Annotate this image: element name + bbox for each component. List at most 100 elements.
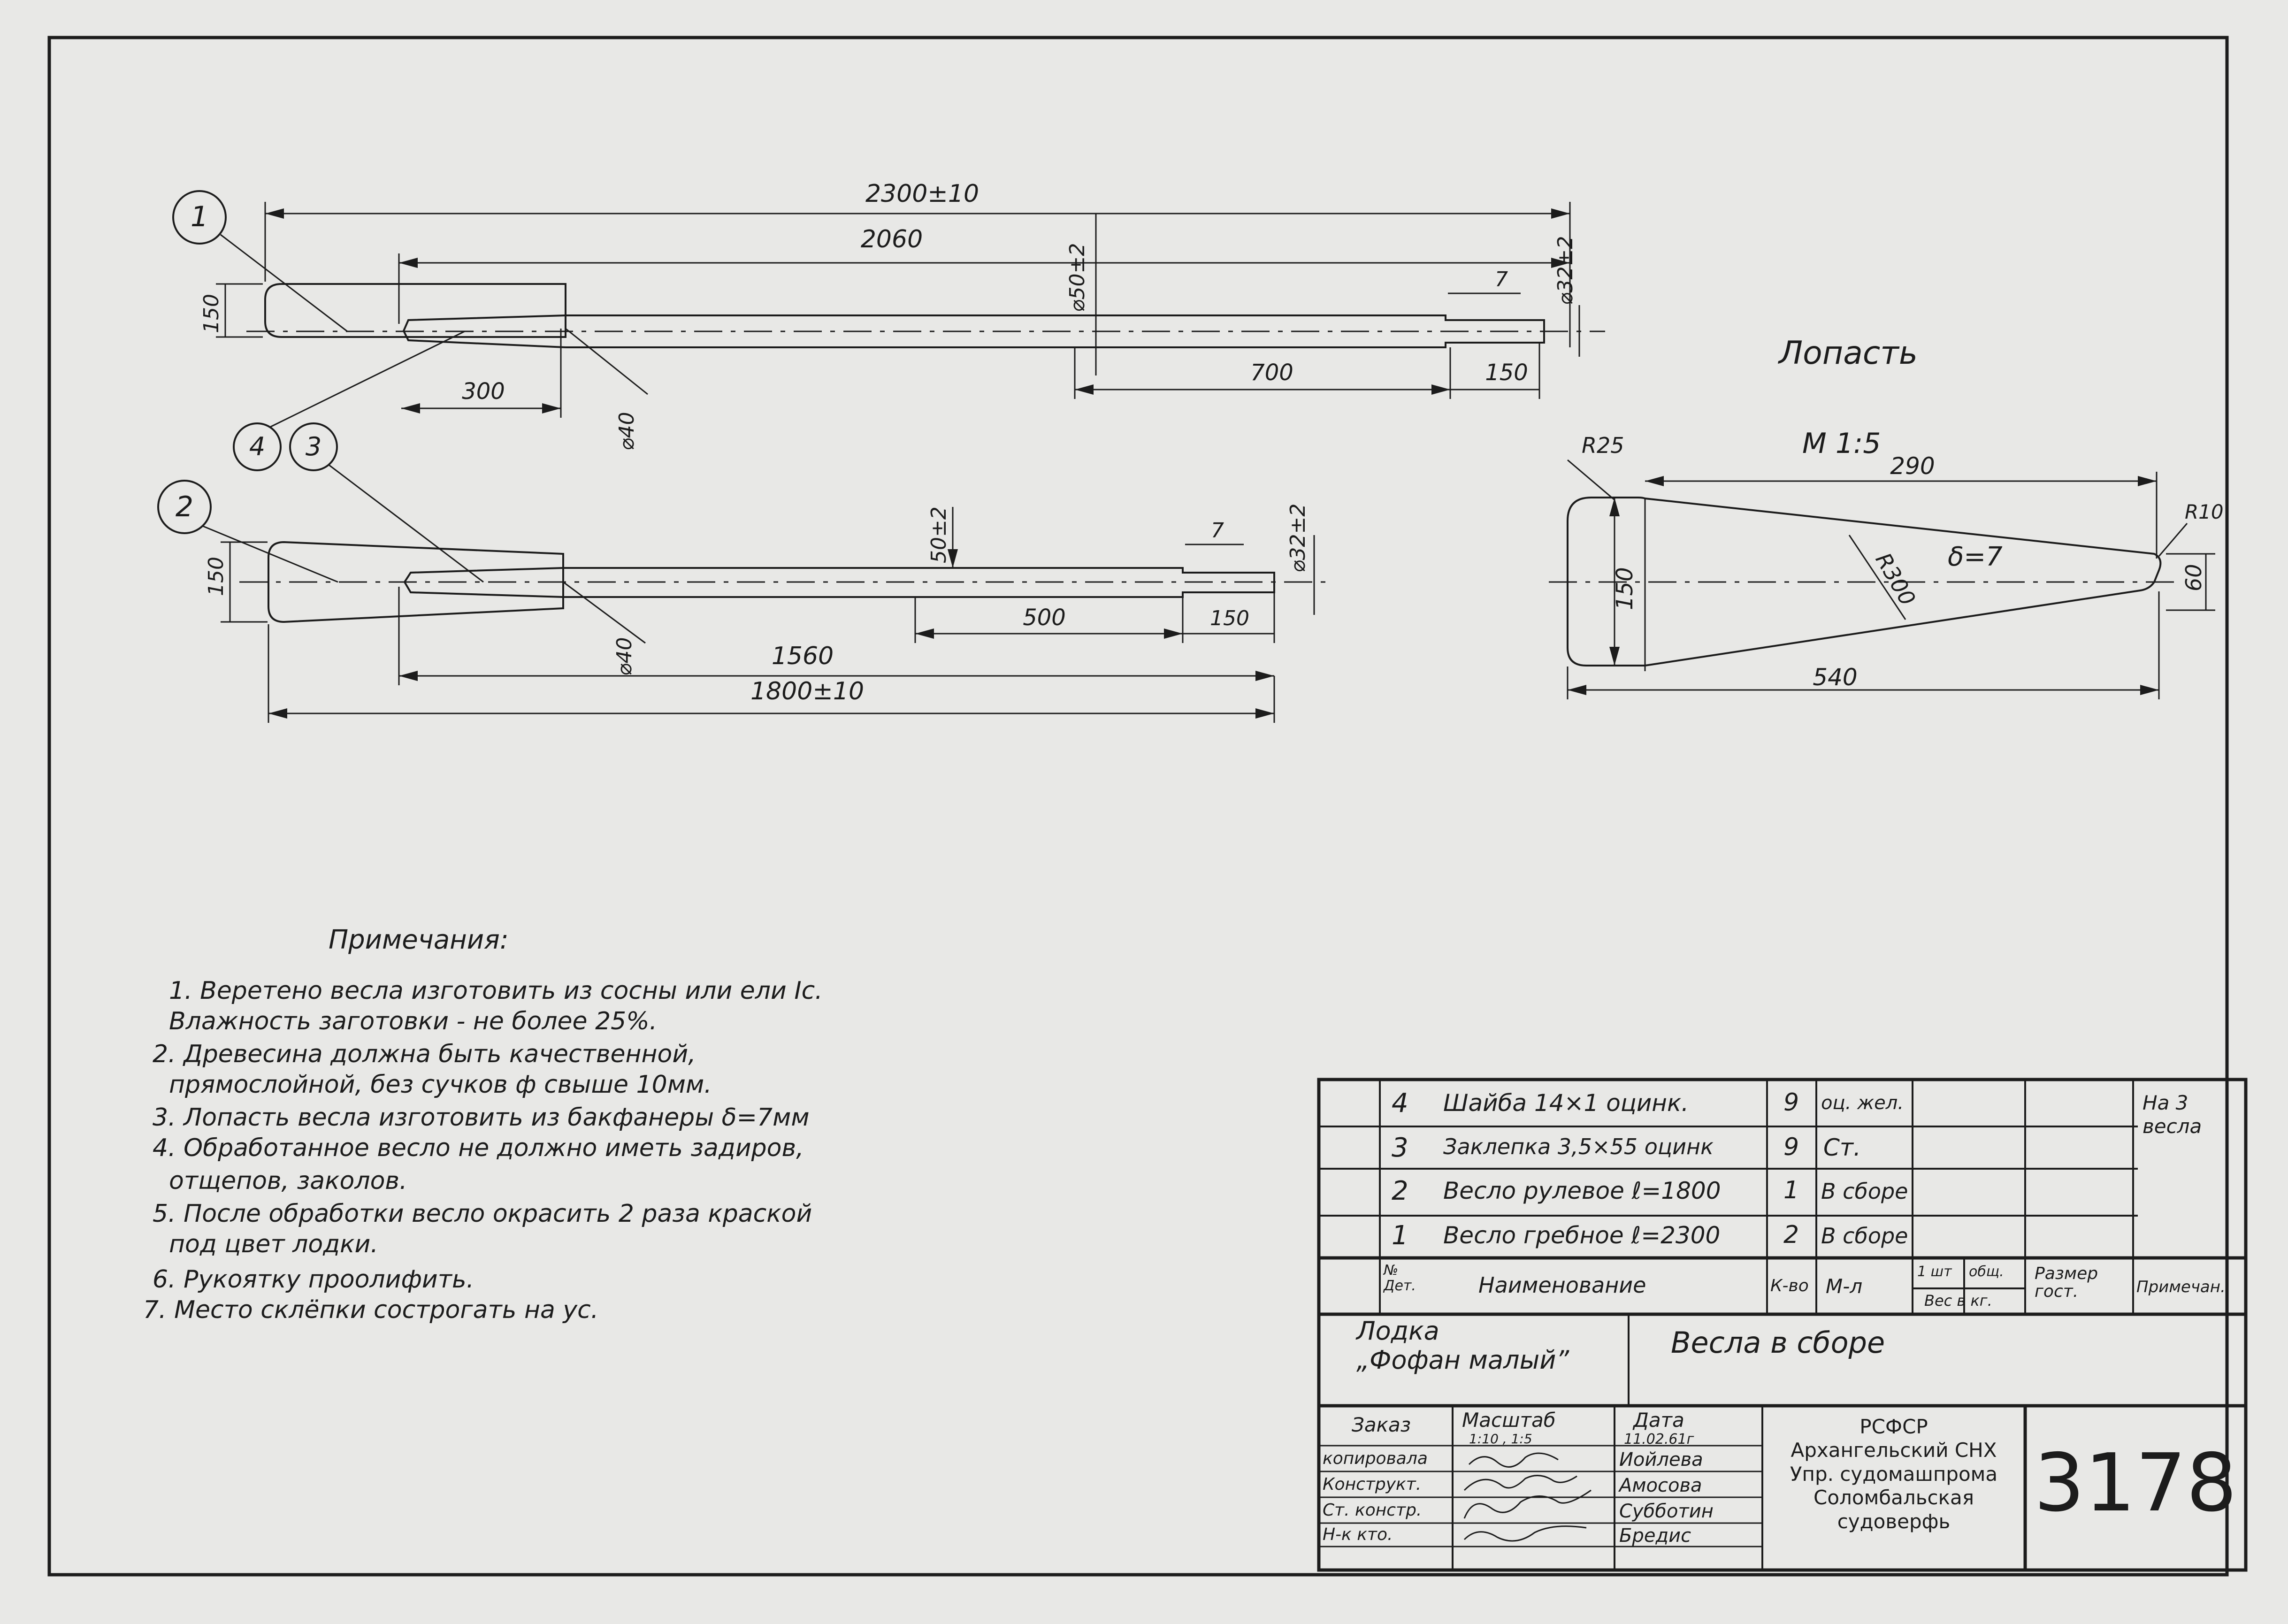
organization: РСФСР Архангельский СНХ Упр. судомашпром… — [1790, 1415, 1998, 1533]
role-label: Н-к кто. — [1323, 1525, 1393, 1544]
header-name: Наименование — [1478, 1272, 1646, 1298]
part-material: Ст. — [1823, 1134, 1861, 1161]
order-label: Заказ — [1352, 1413, 1411, 1436]
callout-2: 2 — [176, 490, 193, 523]
oar-2-shaft-length: 1560 — [772, 642, 834, 670]
part-qty: 9 — [1783, 1133, 1799, 1161]
oar-1-neck-dia: ⌀40 — [615, 412, 639, 451]
callout-1-circle — [172, 190, 227, 245]
part-name: Весло рулевое ℓ=1800 — [1443, 1177, 1721, 1204]
blade-width150: 150 — [1612, 567, 1638, 610]
product-name: Лодка „Фофан малый” — [1356, 1316, 1569, 1375]
oar-2-neck-dia: ⌀40 — [612, 637, 636, 676]
part-material: В сборе — [1821, 1223, 1908, 1249]
note-line: 1. Веретено весла изготовить из сосны ил… — [169, 977, 823, 1005]
part-no: 3 — [1392, 1133, 1408, 1163]
note-line: 7. Место склёпки сострогать на ус. — [143, 1296, 599, 1324]
role-label: Ст. констр. — [1323, 1501, 1422, 1520]
part-name: Шайба 14×1 оцинк. — [1443, 1089, 1689, 1117]
role-name: Бредис — [1619, 1525, 1691, 1547]
oar-1-shaft-dia: ⌀50±2 — [1065, 243, 1089, 312]
signature-4 — [1463, 1525, 1587, 1542]
part-name: Заклепка 3,5×55 оцинк — [1443, 1134, 1714, 1159]
oar-1-handle-step: 7 — [1495, 268, 1508, 291]
part-qty: 1 — [1783, 1176, 1799, 1204]
blade-len290: 290 — [1890, 452, 1935, 480]
drawing-title: Весла в сборе — [1671, 1325, 1885, 1360]
date-label: Дата — [1633, 1409, 1684, 1432]
oar-2-total-length: 1800±10 — [750, 677, 864, 705]
scale-value: 1:10 , 1:5 — [1469, 1431, 1532, 1447]
blade-thickness: δ=7 — [1948, 542, 2003, 572]
blade-r10: R10 — [2185, 500, 2224, 523]
drawing-frame — [47, 36, 2229, 1577]
blade-title: Лопасть — [1777, 335, 1918, 372]
signature-1 — [1468, 1452, 1559, 1468]
oar-1-seg-150: 150 — [1485, 360, 1528, 386]
header-remark: Примечан. — [2136, 1278, 2226, 1296]
oar-1-blade-width: 150 — [199, 294, 223, 333]
role-label: копировала — [1323, 1449, 1428, 1468]
callout-2-circle — [157, 480, 212, 534]
date-value: 11.02.61г — [1624, 1431, 1694, 1448]
oar-1-blade — [264, 283, 566, 338]
callouts-4-3: 4 3 — [233, 330, 484, 583]
part-qty: 2 — [1783, 1221, 1799, 1249]
oar-1-seg-700: 700 — [1250, 360, 1293, 386]
oar-2-seg-150: 150 — [1210, 606, 1249, 630]
note-line: 6. Рукоятку проолифить. — [153, 1265, 474, 1294]
scale-label: Масштаб — [1462, 1409, 1556, 1432]
note-line: под цвет лодки. — [169, 1230, 378, 1258]
oar-1-blade-length: 300 — [462, 378, 505, 405]
signature-3 — [1463, 1489, 1592, 1519]
part-material: оц. жел. — [1821, 1092, 1904, 1114]
note-line: Влажность заготовки - не более 25%. — [169, 1007, 658, 1035]
part-qty: 9 — [1783, 1088, 1799, 1117]
blade-scale: М 1:5 — [1802, 427, 1881, 460]
signatures — [1463, 1452, 1592, 1542]
callout-4: 4 — [249, 432, 265, 461]
title-block-frame — [1317, 1312, 2248, 1572]
role-name: Амосова — [1619, 1475, 1702, 1496]
callout-3-circle — [289, 422, 338, 471]
oar-2-blade-width: 150 — [204, 557, 228, 596]
header-weight: Вес в кг. — [1924, 1292, 1992, 1310]
oar-2-shaft-dia: 50±2 — [927, 506, 951, 563]
header-size: Размер гост. — [2035, 1264, 2098, 1301]
note-line: 4. Обработанное весло не должно иметь за… — [153, 1134, 804, 1162]
header-material: М-л — [1826, 1275, 1863, 1298]
role-label: Конструкт. — [1323, 1475, 1422, 1494]
role-name: Иойлева — [1619, 1449, 1703, 1471]
header-one: 1 шт — [1917, 1264, 1952, 1280]
header-total: общ. — [1969, 1264, 2004, 1280]
oar-2-handle-dia: ⌀32±2 — [1286, 504, 1310, 573]
oar-2-blade — [268, 541, 564, 623]
part-material: В сборе — [1821, 1179, 1908, 1204]
oar-2-shaft — [563, 567, 1275, 598]
header-qty: К-во — [1770, 1276, 1809, 1295]
role-name: Субботин — [1619, 1501, 1714, 1522]
part-name: Весло гребное ℓ=2300 — [1443, 1222, 1721, 1249]
part-no: 1 — [1392, 1220, 1408, 1251]
oar-2-seg-500: 500 — [1023, 605, 1066, 631]
blade-r25: R25 — [1582, 433, 1624, 458]
part-no: 4 — [1392, 1088, 1408, 1118]
blade-detail: Лопасть М 1:5 R25 290 R10 δ=7 150 R300 6… — [1549, 335, 2224, 699]
oar-1-shaft-length: 2060 — [861, 225, 923, 253]
oar-2-view: ⌀40 50±2 ⌀32±2 7 150 500 150 1560 — [157, 480, 1333, 723]
note-line: 2. Древесина должна быть качественной, — [153, 1040, 696, 1068]
callout-3: 3 — [306, 432, 321, 461]
title-block — [1317, 1312, 2248, 1572]
note-line: отщепов, заколов. — [169, 1167, 407, 1195]
callout-4-circle — [233, 422, 282, 471]
oar-1-total-length: 2300±10 — [865, 180, 979, 208]
note-line: 5. После обработки весло окрасить 2 раза… — [153, 1200, 812, 1228]
oar-1-view: 2300±10 2060 ⌀50±2 ⌀32±2 7 150 300 ⌀40 — [172, 180, 1605, 451]
blade-len540: 540 — [1813, 664, 1857, 691]
callout-1: 1 — [191, 200, 208, 233]
note-line: прямослойной, без сучков ф свыше 10мм. — [169, 1071, 712, 1099]
part-no: 2 — [1392, 1176, 1408, 1206]
oar-2-handle-step: 7 — [1211, 519, 1224, 543]
